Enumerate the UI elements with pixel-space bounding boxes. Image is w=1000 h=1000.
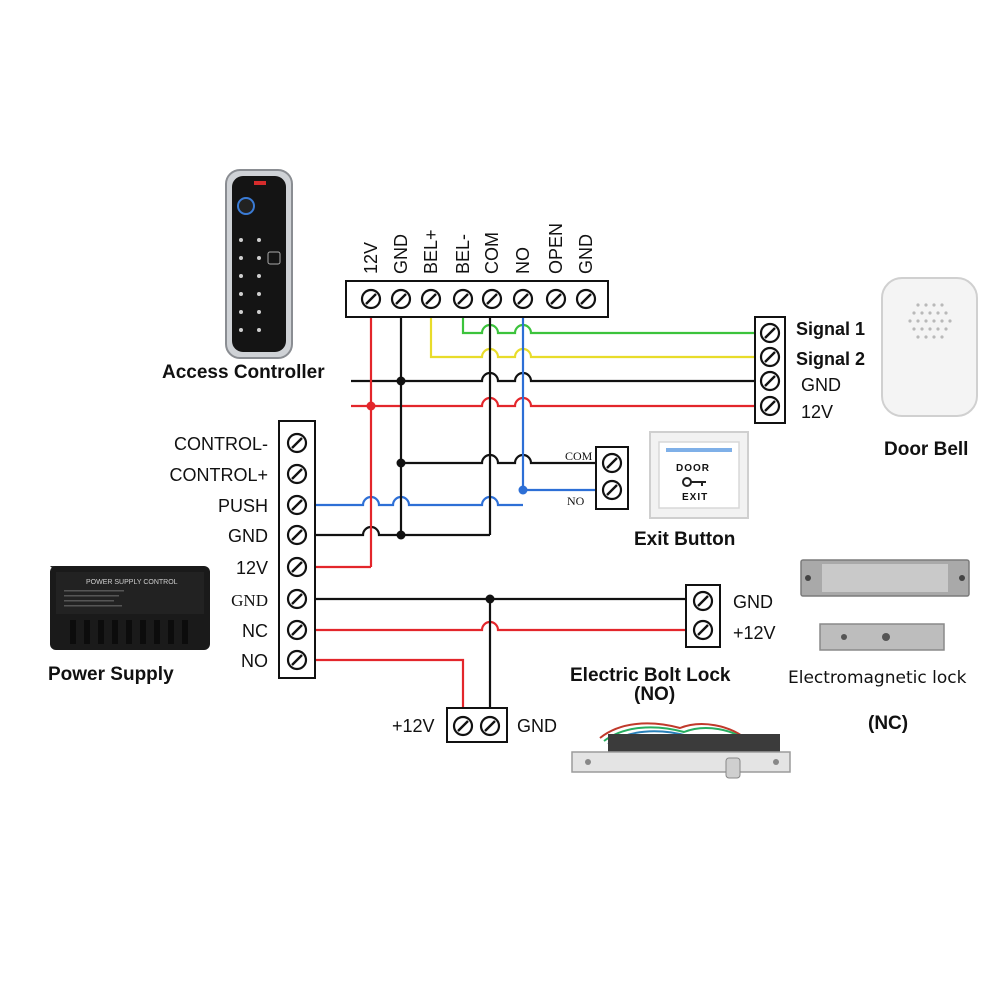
power-supply-device: POWER SUPPLY CONTROL [50,566,210,650]
exit-button-device: DOOR EXIT [649,431,749,519]
exit-button-terminal-label: COM [565,449,593,463]
terminal-label: PUSH [218,496,268,516]
access-controller-terminal-labels: 12V GND BEL+ BEL- COM NO OPEN GND [361,223,596,274]
terminal-label: GND [231,591,268,610]
screw-com [481,288,503,310]
electric-bolt-lock-terminal-label: +12V [392,716,435,736]
electric-bolt-lock-device [571,722,791,779]
junction-dot [485,594,495,604]
exit-button-terminal-label: NO [567,494,585,508]
electromagnetic-lock-title: Electromagnetic lock [788,668,967,688]
access-controller-terminal-block [345,280,609,318]
access-controller-title: Access Controller [162,362,325,383]
key-icon [682,477,706,487]
electromagnetic-lock-mode: (NC) [868,713,908,734]
screw-open [545,288,567,310]
wire-black-exit-com [401,453,596,465]
terminal-label: NO [513,247,533,274]
power-supply-terminal-labels: CONTROL- CONTROL+ PUSH GND 12V GND NC NO [169,434,268,671]
wire-yellow-signal2 [429,310,755,359]
terminal-label: GND [391,234,411,274]
wire-red-nc [315,620,690,632]
terminal-label: BEL- [453,234,473,274]
wire-green-signal1 [461,310,755,335]
junction-dot-red [366,401,376,411]
power-supply-terminal-block [278,420,316,679]
screw-12v [360,288,382,310]
power-supply-device-label: POWER SUPPLY CONTROL [86,579,178,586]
terminal-label: NC [242,621,268,641]
terminal-label: 12V [236,558,268,578]
junction-dot [396,530,406,540]
door-bell-terminal-label: 12V [801,402,833,422]
wire-red-no [315,658,465,712]
terminal-label: CONTROL+ [169,465,268,485]
door-bell-terminal-label: GND [801,375,841,395]
wire-blue-push [315,495,523,507]
electric-bolt-lock-terminal-label: GND [517,716,557,736]
junction-dot [396,458,406,468]
door-bell-terminal-block [754,316,786,424]
terminal-label: CONTROL- [174,434,268,454]
electromagnetic-lock-device [800,559,970,651]
exit-button-text-exit: EXIT [682,492,708,503]
electromagnetic-lock-terminal-block [685,584,721,648]
terminal-label: BEL+ [421,229,441,274]
door-bell-title: Door Bell [884,439,968,460]
screw-gnd [390,288,412,310]
terminal-label: GND [576,234,596,274]
door-bell-terminal-label: Signal 1 [796,319,865,339]
terminal-label: GND [228,526,268,546]
exit-button-terminal-block [595,446,629,510]
terminal-label: NO [241,651,268,671]
exit-button-title: Exit Button [634,529,735,550]
wire-black-bell-gnd [351,371,755,383]
electric-bolt-lock-mode: (NO) [634,684,675,705]
screw-no [512,288,534,310]
exit-button-text-door: DOOR [676,463,710,474]
electromagnetic-lock-terminal-label: +12V [733,623,776,643]
electric-bolt-lock-title: Electric Bolt Lock [570,665,731,686]
power-supply-title: Power Supply [48,664,174,685]
terminal-label: 12V [361,242,381,274]
screw-gnd-2 [575,288,597,310]
door-bell-device [881,277,978,417]
terminal-label: OPEN [546,223,566,274]
wires [315,310,755,712]
fingerprint-icon [237,197,255,215]
terminal-label: COM [482,232,502,274]
junction-dot [396,376,406,386]
electromagnetic-lock-terminal-label: GND [733,592,773,612]
screw-bel-minus [452,288,474,310]
door-bell-terminal-label: Signal 2 [796,349,865,369]
junction-dot-blue [518,485,528,495]
electric-bolt-lock-terminal-block [446,707,508,743]
wire-red-bell-12v [351,396,755,408]
access-controller-device [225,169,293,359]
screw-bel-plus [420,288,442,310]
